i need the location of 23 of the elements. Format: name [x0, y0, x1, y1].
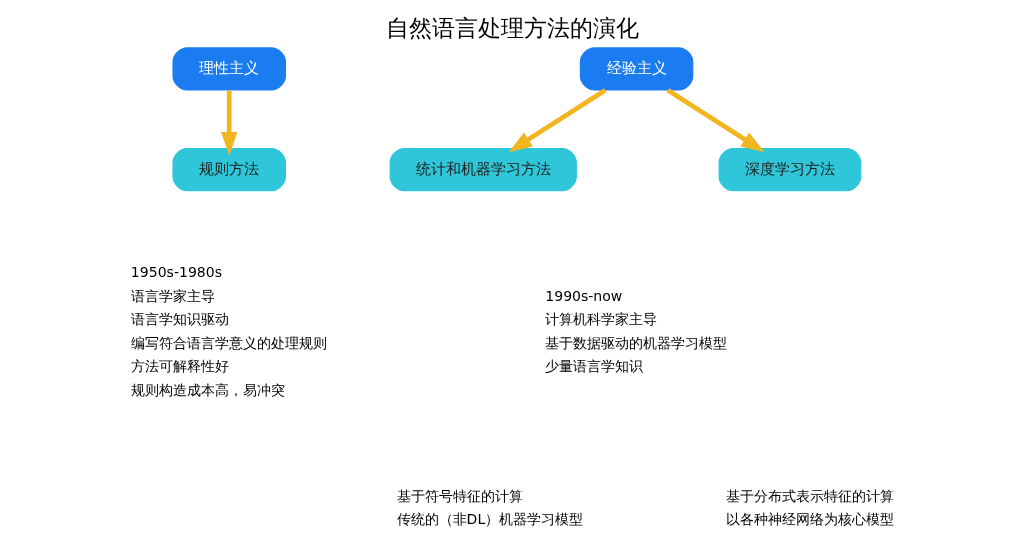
arrow [508, 88, 606, 153]
node-box: 统计和机器学习方法 [389, 147, 577, 192]
label: 以各种神经网络为核心模型 [725, 511, 894, 528]
label: 语言学家主导 [130, 287, 215, 304]
node-box: 理性主义 [171, 47, 286, 91]
label: 基于分布式表示特征的计算 [725, 488, 894, 505]
label: 传统的（非DL）机器学习模型 [396, 511, 583, 528]
label: 基于符号特征的计算 [396, 488, 523, 505]
label: 语言学知识驱动 [130, 311, 229, 328]
arrow [220, 90, 237, 156]
label: 方法可解释性好 [130, 358, 229, 375]
arrow [666, 88, 765, 153]
diagram-title: 自然语言处理方法的演化 [385, 14, 639, 43]
node-box: 深度学习方法 [718, 147, 861, 192]
label: 少量语言学知识 [544, 358, 643, 375]
node-box: 经验主义 [579, 47, 693, 91]
label: 1990s-now [544, 287, 622, 304]
label: 编写符合语言学意义的处理规则 [130, 334, 327, 351]
label: 计算机科学家主导 [544, 311, 657, 328]
label: 1950s-1980s [130, 264, 222, 281]
label: 基于数据驱动的机器学习模型 [544, 334, 727, 351]
node-box: 规则方法 [171, 147, 286, 192]
label: 规则构造成本高，易冲突 [130, 381, 285, 398]
